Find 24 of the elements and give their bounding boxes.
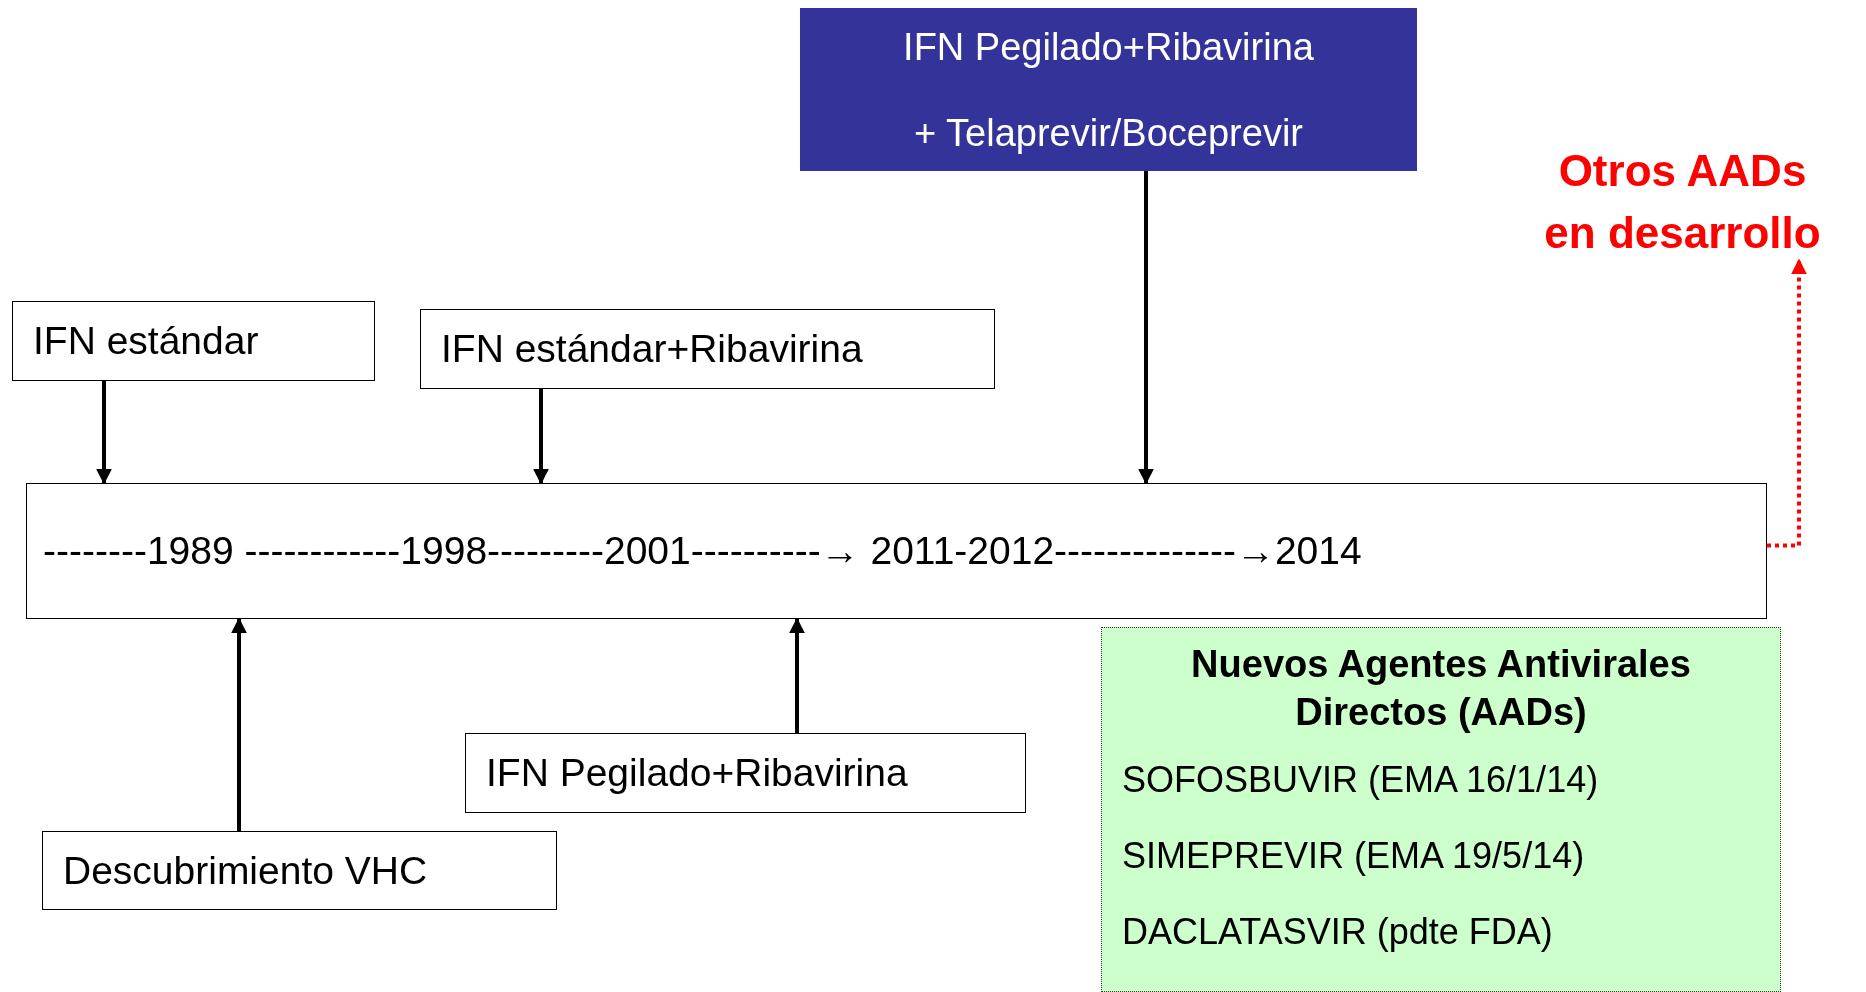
label-text: Descubrimiento VHC <box>63 848 429 893</box>
arrow <box>231 617 247 831</box>
note-text: Otros AADs en desarrollo <box>1543 145 1822 259</box>
label-text: IFN estándar <box>33 319 260 363</box>
event-box <box>465 733 1026 813</box>
event-box <box>12 301 375 381</box>
drug-text: SIMEPREVIR (EMA 19/5/14) <box>1122 834 1586 878</box>
event-box <box>42 831 557 910</box>
arrow <box>1767 258 1807 548</box>
label-text: IFN Pegilado+Ribavirina + Telaprevir/Boceprevir <box>902 24 1315 156</box>
event-box <box>420 309 995 389</box>
heading-text: Nuevos Agentes Antivirales Directos (AADs) <box>1190 642 1692 735</box>
timeline-box <box>26 483 1767 619</box>
drug-text: SOFOSBUVIR (EMA 16/1/14) <box>1122 758 1600 802</box>
treatment-box <box>800 8 1417 171</box>
label-text: IFN Pegilado+Ribavirina <box>486 751 909 795</box>
drug-text: DACLATASVIR (pdte FDA) <box>1122 910 1554 954</box>
arrow <box>533 389 549 485</box>
drug-list-box <box>1101 627 1781 992</box>
arrow <box>96 381 112 485</box>
label-text: IFN estándar+Ribavirina <box>441 327 864 371</box>
arrow <box>789 617 805 733</box>
arrow <box>1138 171 1154 485</box>
label-text: --------1989 ------------1998---------2001----------→ 2011-2012--------------→2014 <box>43 529 1363 573</box>
